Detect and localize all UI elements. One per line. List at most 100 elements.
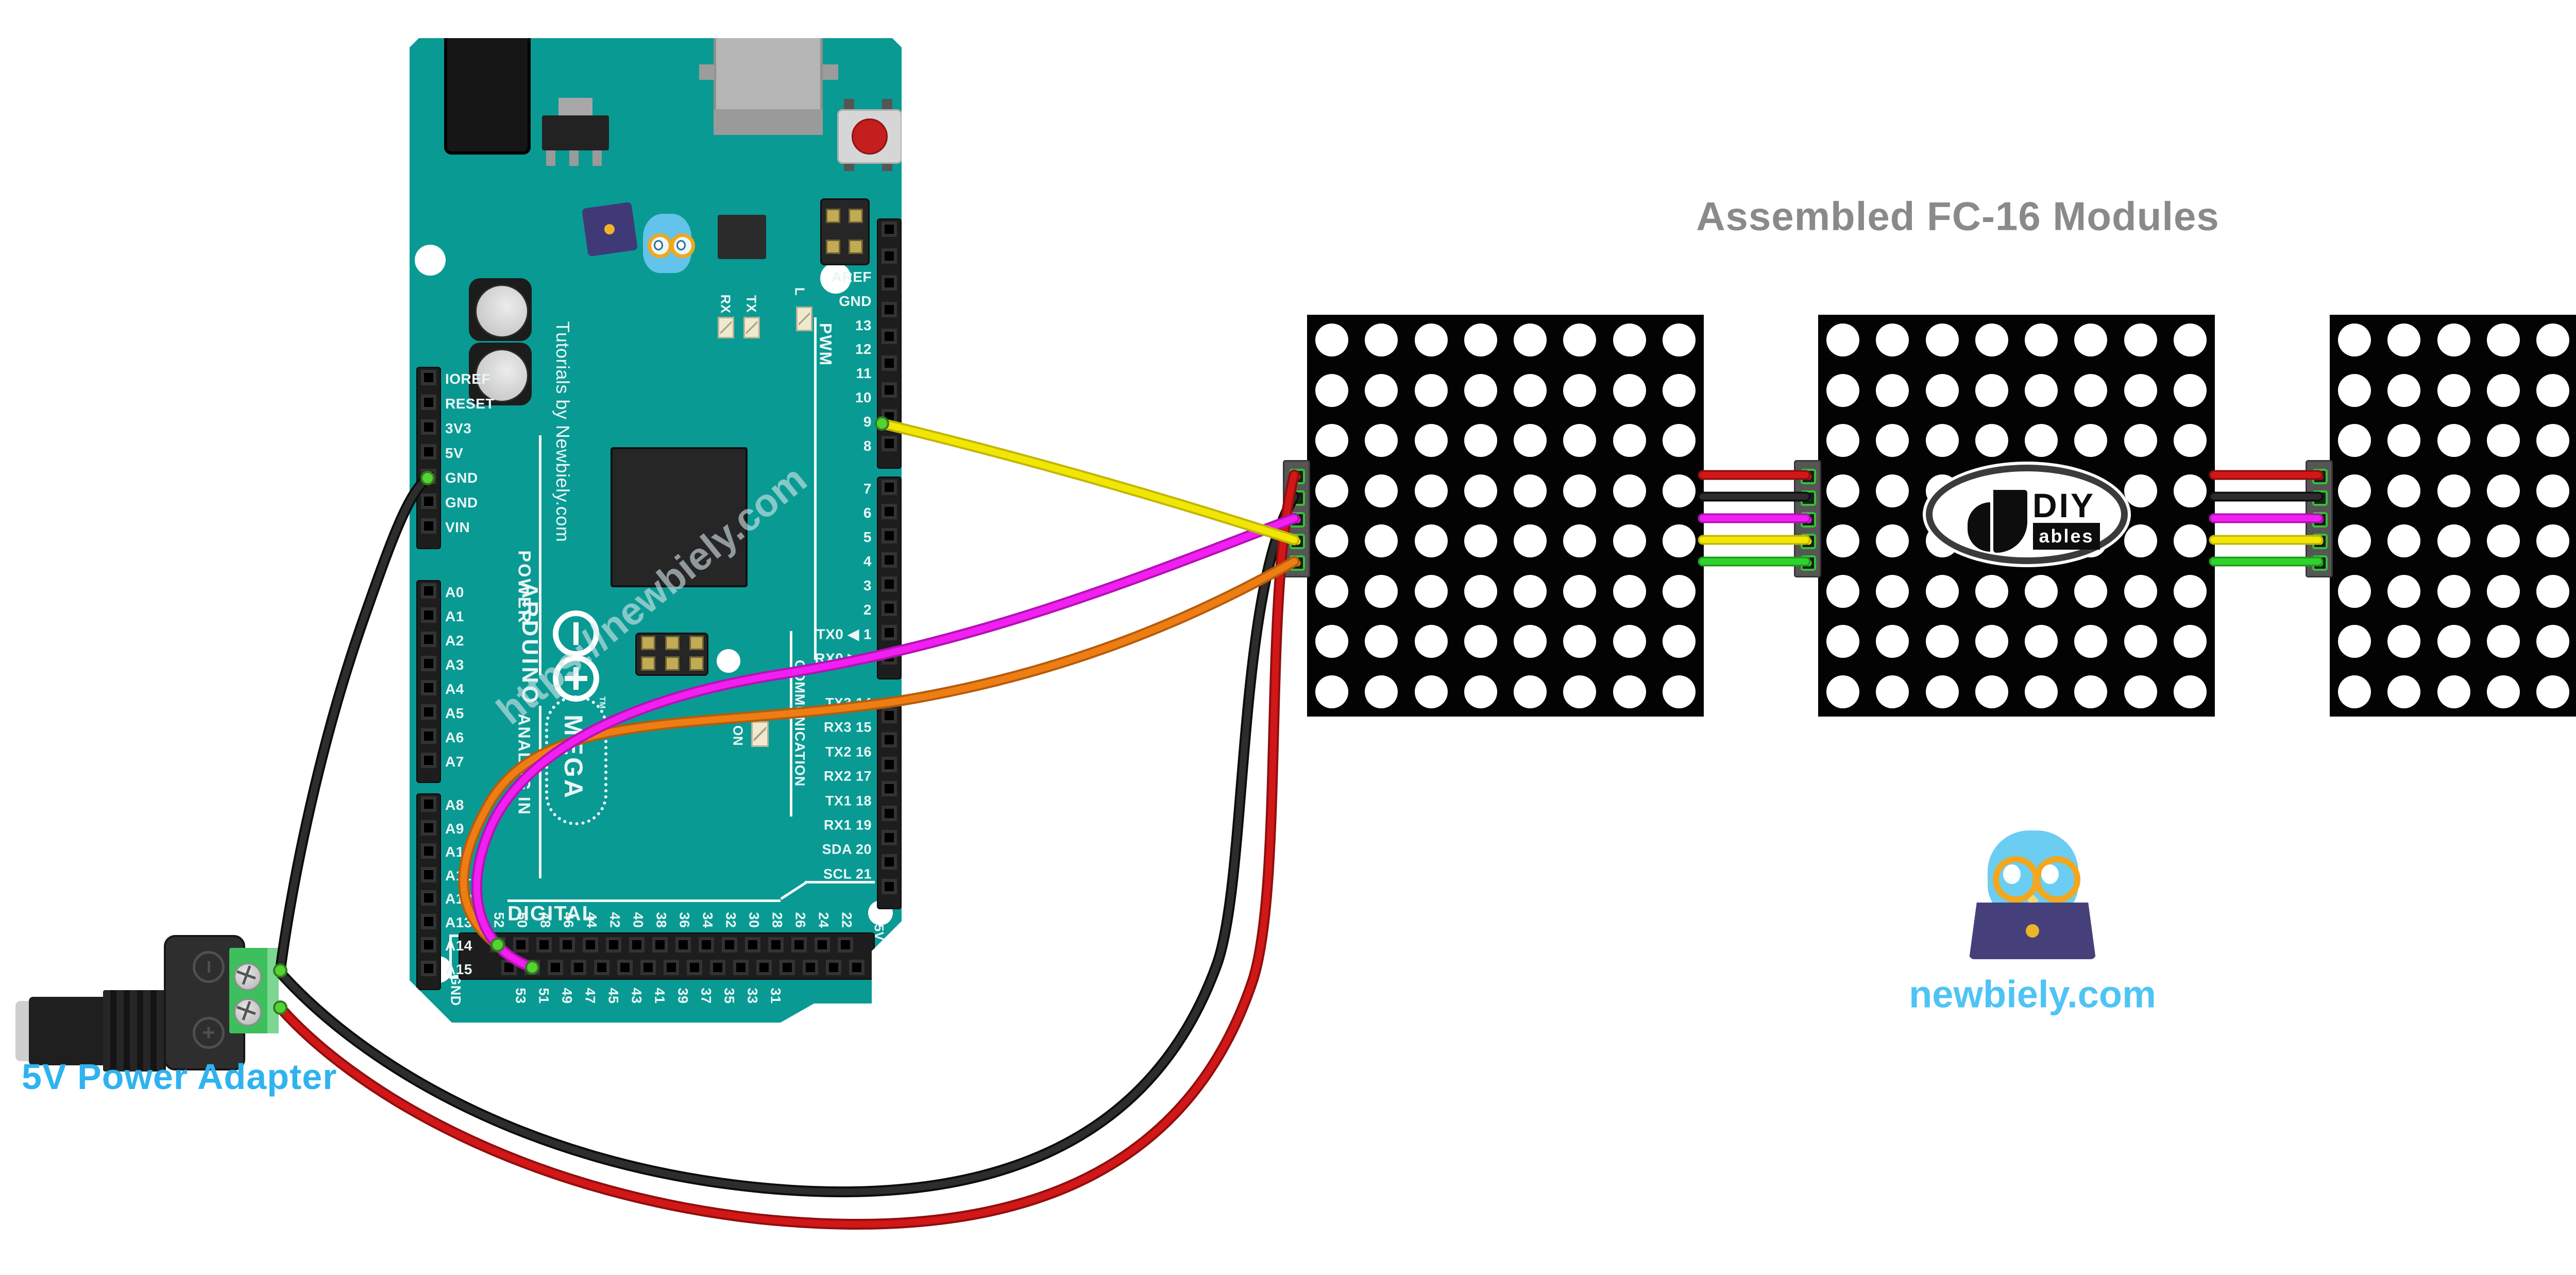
matrix-led	[1826, 574, 1859, 608]
module-chain-wires	[1698, 470, 2324, 567]
matrix-led	[1365, 324, 1398, 356]
arduino-logo-plus-ring	[553, 655, 599, 702]
page-title: Assembled FC-16 Modules	[1696, 193, 2219, 239]
matrix-led	[2536, 373, 2569, 407]
pin-hole	[882, 436, 897, 451]
matrix-led	[2124, 474, 2157, 507]
pin-label: 3	[863, 577, 872, 593]
matrix-led	[1315, 424, 1348, 457]
usb-tab-left	[699, 64, 715, 80]
pin-label: RX2 17	[823, 768, 872, 784]
pin-label: 7	[863, 481, 872, 497]
icsp-pin	[826, 240, 840, 254]
matrix-led	[1514, 524, 1547, 557]
pin-hole	[421, 937, 436, 953]
pin-hole	[421, 419, 436, 435]
matrix-led	[1464, 474, 1497, 507]
matrix-led	[2387, 373, 2421, 407]
matrix-led	[1925, 424, 1959, 457]
pin-label: 10	[855, 389, 872, 405]
pin-hole	[882, 302, 897, 317]
pin-label: 9	[863, 413, 872, 430]
matrix-led	[2173, 625, 2207, 658]
pin-hole	[421, 866, 436, 882]
matrix-led	[1975, 373, 2008, 407]
matrix-led	[1613, 574, 1646, 608]
digital-top-line-b	[805, 881, 875, 883]
matrix-led	[1464, 424, 1497, 457]
mounting-hole	[415, 245, 446, 276]
matrix-led	[1662, 373, 1696, 407]
matrix-led	[1826, 675, 1859, 708]
pin-label: A15	[445, 961, 472, 977]
l-led	[796, 307, 812, 331]
matrix-led	[1613, 324, 1646, 356]
pin-hole	[768, 937, 784, 953]
power-adapter-label: 5V Power Adapter	[22, 1057, 337, 1097]
pin-hole	[687, 960, 702, 975]
pin-hole	[421, 583, 436, 599]
matrix-led	[1414, 524, 1448, 557]
matrix-led	[2437, 373, 2470, 407]
matrix-led	[2387, 474, 2421, 507]
matrix-led	[1925, 324, 1959, 356]
matrix-led	[2124, 373, 2157, 407]
wire-red-adapter-to-module	[280, 475, 1294, 1225]
adapter-ridges	[103, 990, 166, 1072]
matrix-led	[1876, 524, 1909, 557]
matrix-led	[2536, 524, 2569, 557]
adapter-plus-mark: +	[193, 1017, 225, 1049]
matrix-led	[1826, 373, 1859, 407]
pin-hole	[882, 756, 897, 772]
pin-hole	[882, 805, 897, 821]
pin-hole	[722, 937, 737, 953]
wire-end-pads	[273, 416, 889, 1015]
matrix-led	[1662, 675, 1696, 708]
pin-label: 13	[855, 317, 872, 333]
wire-contact-pad	[490, 938, 505, 952]
led-matrix-module	[2330, 315, 2576, 717]
analog-divider-line	[539, 706, 541, 878]
matrix-led	[2074, 675, 2108, 708]
pin-label: TX2 16	[825, 744, 872, 760]
matrix-led	[2486, 524, 2520, 557]
matrix-led	[2338, 625, 2371, 658]
matrix-led	[1514, 625, 1547, 658]
matrix-led	[1876, 625, 1909, 658]
pin-label: 8	[863, 437, 872, 454]
pin-label: A0	[445, 584, 464, 600]
pin-hole	[882, 329, 897, 344]
pin-hole	[882, 732, 897, 748]
matrix-led	[1464, 373, 1497, 407]
pin-hole	[882, 854, 897, 870]
pin-label: A5	[445, 705, 464, 721]
matrix-led	[2486, 324, 2520, 356]
pin-hole	[826, 960, 841, 975]
matrix-led	[1975, 625, 2008, 658]
matrix-led	[1365, 373, 1398, 407]
matrix-led	[1613, 675, 1646, 708]
matrix-led	[1365, 424, 1398, 457]
bracket-left	[449, 934, 452, 979]
newbiely-site-text: newbiely.com	[1909, 973, 2156, 1016]
wire-contact-pad	[273, 1000, 287, 1015]
matrix-led	[1464, 574, 1497, 608]
voltage-regulator-tab	[558, 98, 592, 116]
pin-hole	[803, 960, 818, 975]
pin-hole	[882, 625, 897, 640]
matrix-led	[2387, 574, 2421, 608]
pin-label: SDA 20	[822, 841, 872, 857]
usb-serial-chip	[718, 215, 766, 259]
matrix-led	[2536, 474, 2569, 507]
pin-hole	[882, 382, 897, 398]
led-matrix-module	[1307, 315, 1704, 717]
matrix-led	[1514, 373, 1547, 407]
matrix-led	[1464, 675, 1497, 708]
usb-tab-right	[823, 64, 838, 80]
pin-hole	[745, 937, 760, 953]
matrix-led	[1563, 424, 1597, 457]
pin-hole	[421, 395, 436, 410]
voltage-regulator	[542, 115, 609, 150]
pin-hole	[421, 370, 436, 385]
matrix-led	[1613, 524, 1646, 557]
